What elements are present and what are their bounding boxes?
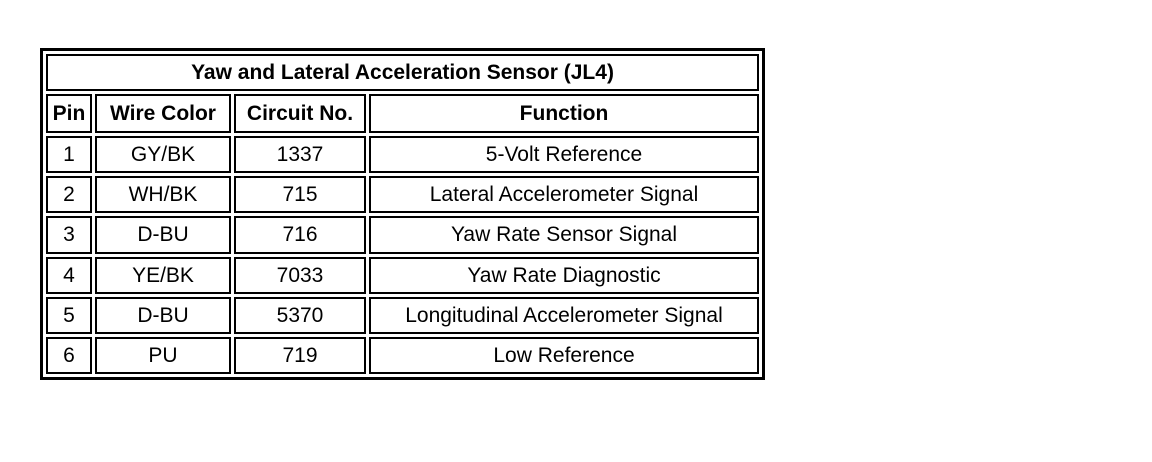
- function-cell: Yaw Rate Sensor Signal: [369, 216, 759, 254]
- table-row: 5 D-BU 5370 Longitudinal Accelerometer S…: [46, 296, 759, 334]
- pin-cell: 6: [46, 336, 92, 374]
- pin-cell: 2: [46, 176, 92, 214]
- pin-cell: 3: [46, 216, 92, 254]
- wire-color-cell: YE/BK: [95, 256, 231, 294]
- function-cell: Low Reference: [369, 336, 759, 374]
- circuit-no-cell: 7033: [234, 256, 366, 294]
- table-header-row: Pin Wire Color Circuit No. Function: [46, 94, 759, 134]
- table-row: 1 GY/BK 1337 5-Volt Reference: [46, 136, 759, 174]
- wire-color-cell: WH/BK: [95, 176, 231, 214]
- table-row: 2 WH/BK 715 Lateral Accelerometer Signal: [46, 176, 759, 214]
- column-header-circuit-no: Circuit No.: [234, 94, 366, 134]
- column-header-wire-color: Wire Color: [95, 94, 231, 134]
- function-cell: Yaw Rate Diagnostic: [369, 256, 759, 294]
- function-cell: 5-Volt Reference: [369, 136, 759, 174]
- table-row: 6 PU 719 Low Reference: [46, 336, 759, 374]
- table-title: Yaw and Lateral Acceleration Sensor (JL4…: [46, 54, 759, 92]
- circuit-no-cell: 716: [234, 216, 366, 254]
- table-title-row: Yaw and Lateral Acceleration Sensor (JL4…: [46, 54, 759, 92]
- wire-color-cell: D-BU: [95, 296, 231, 334]
- wire-color-cell: D-BU: [95, 216, 231, 254]
- circuit-no-cell: 719: [234, 336, 366, 374]
- column-header-pin: Pin: [46, 94, 92, 134]
- pinout-table: Yaw and Lateral Acceleration Sensor (JL4…: [40, 48, 765, 380]
- function-cell: Longitudinal Accelerometer Signal: [369, 296, 759, 334]
- circuit-no-cell: 1337: [234, 136, 366, 174]
- wire-color-cell: GY/BK: [95, 136, 231, 174]
- function-cell: Lateral Accelerometer Signal: [369, 176, 759, 214]
- table-row: 4 YE/BK 7033 Yaw Rate Diagnostic: [46, 256, 759, 294]
- pin-cell: 1: [46, 136, 92, 174]
- circuit-no-cell: 5370: [234, 296, 366, 334]
- circuit-no-cell: 715: [234, 176, 366, 214]
- pin-cell: 4: [46, 256, 92, 294]
- table-row: 3 D-BU 716 Yaw Rate Sensor Signal: [46, 216, 759, 254]
- wire-color-cell: PU: [95, 336, 231, 374]
- column-header-function: Function: [369, 94, 759, 134]
- pin-cell: 5: [46, 296, 92, 334]
